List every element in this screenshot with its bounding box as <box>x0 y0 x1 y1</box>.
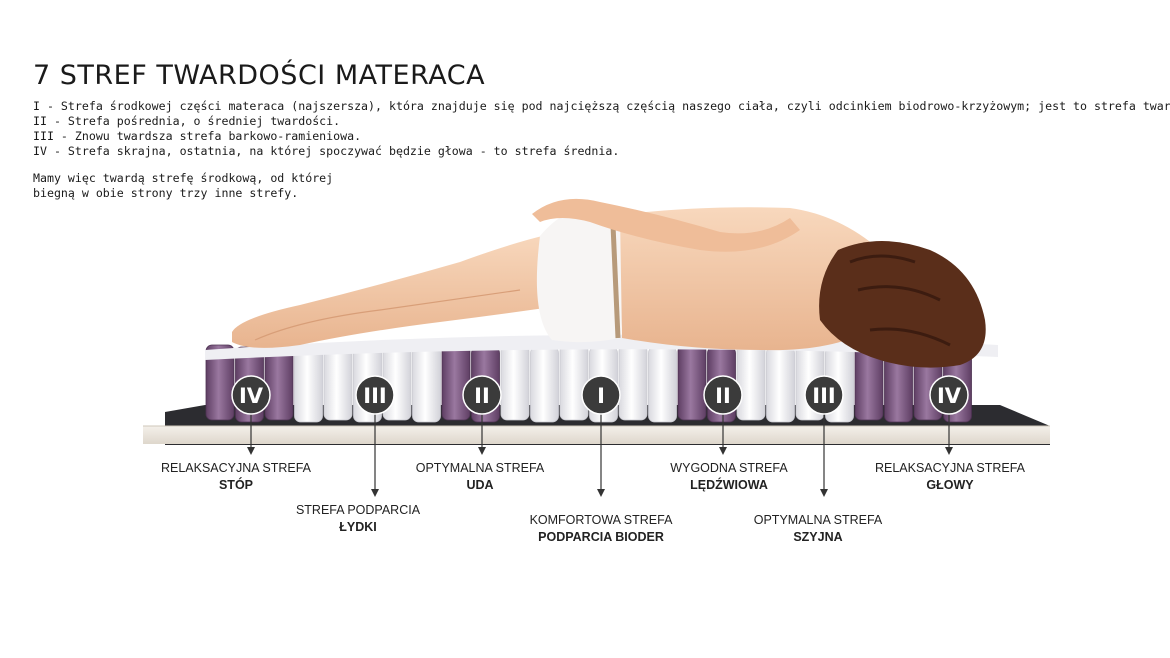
zone-numeral: II <box>474 384 490 408</box>
zone-label-line1: KOMFORTOWA STREFA <box>529 513 673 527</box>
spring-coil-white <box>500 344 530 421</box>
zone-label: KOMFORTOWA STREFA PODPARCIA BIODER <box>530 512 673 546</box>
zone-numeral: I <box>597 384 605 408</box>
zone-label: RELAKSACYJNA STREFA STÓP <box>161 460 311 494</box>
zone-label: RELAKSACYJNA STREFA GŁOWY <box>875 460 1025 494</box>
woman-hair <box>819 241 986 368</box>
spring-coil-white <box>766 346 795 423</box>
woman-figure <box>232 198 986 368</box>
zone-badge <box>703 375 743 415</box>
spring-coil-purple <box>441 344 471 421</box>
zone-badge <box>462 375 502 415</box>
spring-coil-white <box>530 346 559 423</box>
zone-label-line1: RELAKSACYJNA STREFA <box>874 461 1026 475</box>
summary-line: Mamy więc twardą strefę środkową, od któ… <box>33 171 334 185</box>
zone-numeral: IV <box>239 384 264 408</box>
zone-label-line1: STREFA PODPARCIA <box>295 503 421 517</box>
spring-coil-white <box>736 344 766 421</box>
zone-badge <box>581 375 621 415</box>
arrow-down-icon <box>478 447 486 455</box>
spring-coil-white <box>412 346 441 423</box>
woman-arm <box>532 198 800 252</box>
summary-text: Mamy więc twardą strefę środkową, od któ… <box>33 171 333 201</box>
zone-label-line2: LĘDŹWIOWA <box>690 478 768 492</box>
zone-numeral: IV <box>937 384 962 408</box>
zone-label-line1: RELAKSACYJNA STREFA <box>160 461 312 475</box>
mattress-base <box>143 426 1050 444</box>
arrow-down-icon <box>820 489 828 497</box>
zone-numeral: III <box>812 384 835 408</box>
zone-label-line1: OPTYMALNA STREFA <box>415 461 545 475</box>
zone-label: STREFA PODPARCIA ŁYDKI <box>296 502 420 536</box>
zone-label-line2: PODPARCIA BIODER <box>538 530 664 544</box>
zone-label-line2: ŁYDKI <box>339 520 377 534</box>
spring-coil-purple <box>677 344 707 421</box>
arrow-down-icon <box>945 447 953 455</box>
zone-label-line2: UDA <box>466 478 494 492</box>
description-zone-ii: II - Strefa pośrednia, o średniej twardo… <box>33 114 341 128</box>
zone-badge <box>929 375 969 415</box>
zone-leader-lines <box>247 413 953 497</box>
spring-coil-purple <box>205 344 235 421</box>
description-zone-i: I - Strefa środkowej części materaca (na… <box>33 99 1170 113</box>
zone-label-line2: SZYJNA <box>793 530 843 544</box>
zone-badge <box>231 375 271 415</box>
zone-badge <box>804 375 844 415</box>
arrow-down-icon <box>247 447 255 455</box>
page-title: 7 STREF TWARDOŚCI MATERACA <box>33 60 486 91</box>
zone-label-line1: WYGODNA STREFA <box>670 461 788 475</box>
arrow-down-icon <box>719 447 727 455</box>
zone-label-line1: OPTYMALNA STREFA <box>753 513 883 527</box>
spring-coil-white <box>559 344 589 421</box>
description-zone-iii: III - Znowu twardsza strefa barkowo-rami… <box>33 129 362 143</box>
zone-label-line2: STÓP <box>218 478 254 492</box>
zone-numeral: II <box>715 384 731 408</box>
zone-badge <box>355 375 395 415</box>
spring-coil-white <box>618 344 648 421</box>
spring-coil-white <box>294 346 323 423</box>
zone-descriptions: I - Strefa środkowej części materaca (na… <box>33 99 1170 159</box>
spring-coil-white <box>323 344 353 421</box>
woman-underwear <box>536 206 632 343</box>
summary-line: biegną w obie strony trzy inne strefy. <box>33 186 299 200</box>
zone-label: OPTYMALNA STREFA SZYJNA <box>754 512 883 546</box>
zone-label: WYGODNA STREFA LĘDŹWIOWA <box>670 460 787 494</box>
zone-label: OPTYMALNA STREFA UDA <box>416 460 545 494</box>
description-zone-iv: IV - Strefa skrajna, ostatnia, na której… <box>33 144 620 158</box>
arrow-down-icon <box>597 489 605 497</box>
zone-label-line2: GŁOWY <box>926 478 974 492</box>
zone-numeral: III <box>363 384 386 408</box>
arrow-down-icon <box>371 489 379 497</box>
spring-coil-white <box>648 346 677 423</box>
